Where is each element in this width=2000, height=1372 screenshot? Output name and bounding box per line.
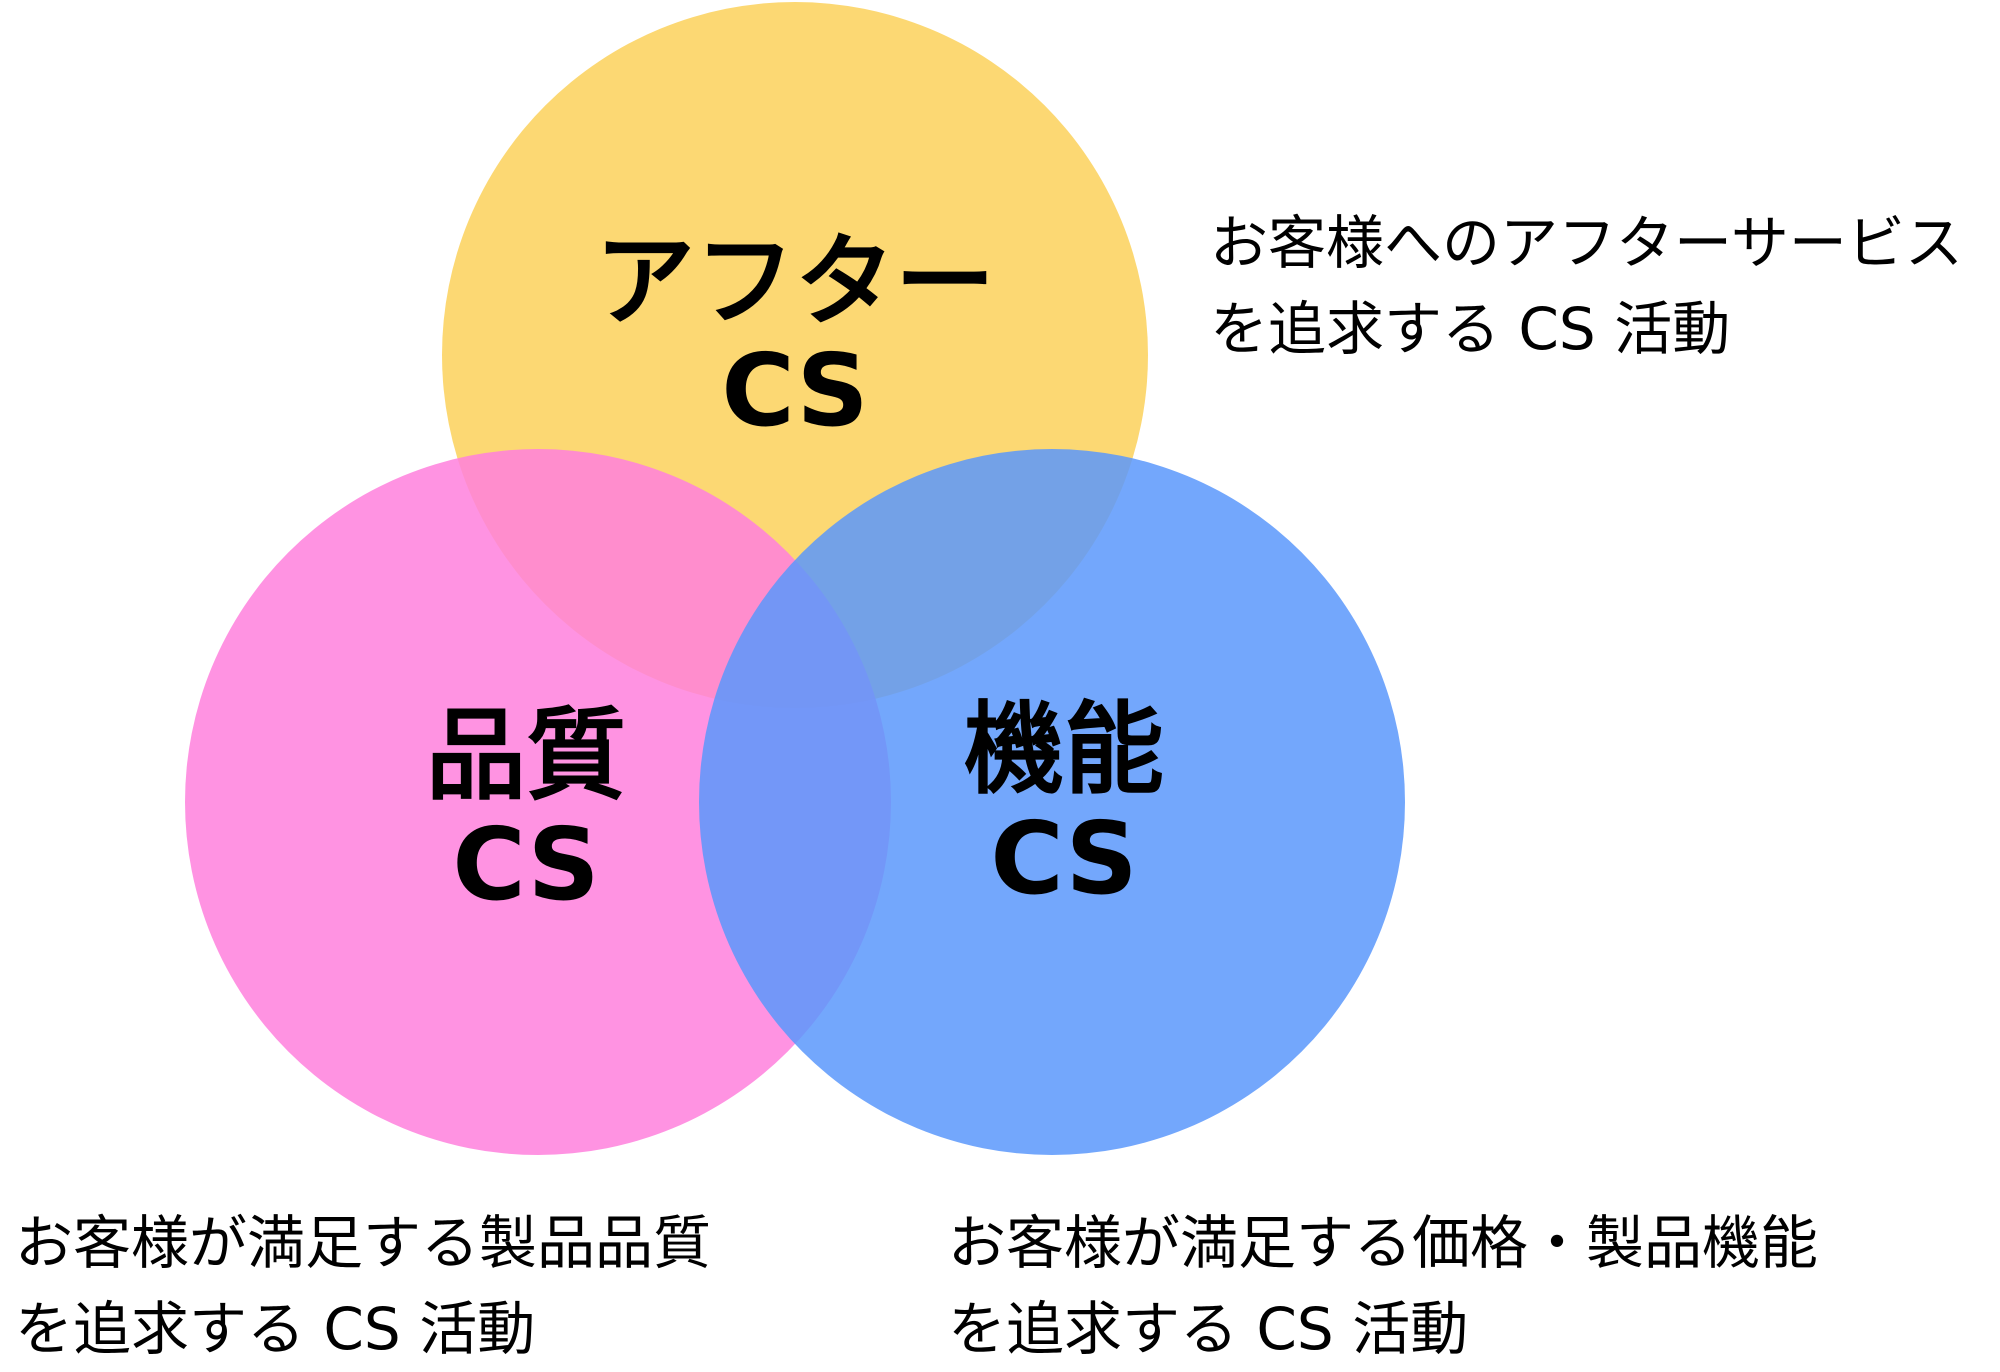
quality-cs-title: 品質 [426,697,626,814]
after-cs-title: アフター [595,223,995,340]
after-cs-description: お客様へのアフターサービス を追求する CS 活動 [1210,200,1963,372]
description-line: を追求する CS 活動 [1210,295,1731,363]
after-cs-subtitle: CS [721,332,869,449]
quality-cs-description: お客様が満足する製品品質 を追求する CS 活動 [15,1200,711,1372]
description-line: を追求する CS 活動 [15,1295,536,1363]
description-line: お客様へのアフターサービス [1210,209,1963,277]
function-cs-subtitle: CS [990,800,1138,917]
quality-cs-circle [185,449,891,1155]
description-line: お客様が満足する価格・製品機能 [948,1209,1819,1277]
function-cs-circle [699,449,1405,1155]
function-cs-description: お客様が満足する価格・製品機能 を追求する CS 活動 [948,1200,1818,1372]
quality-cs-subtitle: CS [452,806,600,923]
function-cs-title: 機能 [964,691,1164,808]
description-line: を追求する CS 活動 [948,1295,1469,1363]
description-line: お客様が満足する製品品質 [15,1209,712,1277]
